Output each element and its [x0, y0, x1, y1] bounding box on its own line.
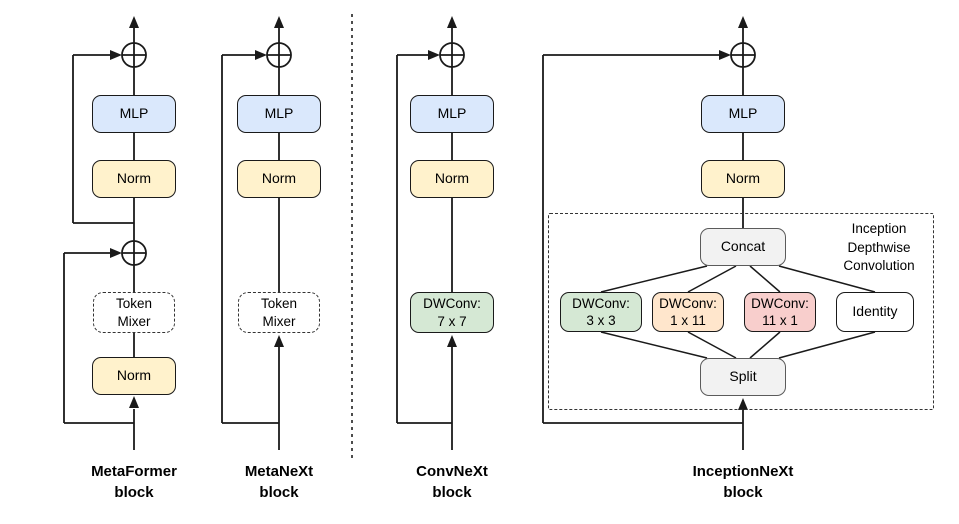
label-line2: block — [114, 484, 154, 501]
dwconv-label-line2: 11 x 1 — [762, 313, 798, 328]
mlp-label: MLP — [728, 105, 758, 122]
label-line2: block — [432, 484, 472, 501]
metanext-norm-box: Norm — [237, 160, 321, 198]
region-label-line2: Depthwise — [847, 239, 911, 255]
convnext-dwconv-box: DWConv: 7 x 7 — [410, 292, 494, 333]
dwconv-label-line1: DWConv: — [659, 295, 717, 311]
identity-label: Identity — [852, 303, 898, 320]
token-mixer-label-line1: Token — [115, 296, 153, 312]
metanext-arrowheads — [255, 16, 284, 347]
metanext-add-circle — [266, 42, 292, 68]
token-mixer-label-line1: Token — [260, 296, 298, 312]
inceptionnext-identity-box: Identity — [836, 292, 914, 332]
token-mixer-label-line2: Mixer — [262, 313, 296, 329]
metaformer-arrowheads — [110, 16, 139, 408]
metaformer-mlp-box: MLP — [92, 95, 176, 133]
inceptionnext-block-label: InceptionNeXt block — [673, 461, 813, 503]
convnext-block-label: ConvNeXt block — [382, 461, 522, 503]
metaformer-connectors — [63, 28, 135, 450]
dwconv-label-line1: DWConv: — [572, 295, 630, 311]
norm-label: Norm — [434, 170, 470, 187]
convnext-norm-box: Norm — [410, 160, 494, 198]
label-line1: ConvNeXt — [416, 463, 488, 480]
inception-branch-lines — [600, 265, 876, 359]
token-mixer-label-line2: Mixer — [117, 313, 151, 329]
dwconv-label-line2: 1 x 11 — [670, 313, 706, 328]
inception-depthwise-region-box — [548, 213, 934, 410]
inceptionnext-dwconv-1x11-box: DWConv: 1 x 11 — [652, 292, 724, 332]
mlp-label: MLP — [264, 105, 294, 122]
label-line2: block — [259, 484, 299, 501]
mlp-label: MLP — [119, 105, 149, 122]
metaformer-add-circles — [121, 42, 147, 266]
region-label-line3: Convolution — [843, 258, 915, 274]
inceptionnext-dwconv-3x3-box: DWConv: 3 x 3 — [560, 292, 642, 332]
residual-arrow-icon — [428, 50, 440, 60]
inceptionnext-concat-box: Concat — [700, 228, 786, 266]
inceptionnext-dwconv-11x1-box: DWConv: 11 x 1 — [744, 292, 816, 332]
concat-label: Concat — [720, 238, 766, 255]
dwconv-label-line1: DWConv: — [751, 295, 809, 311]
split-label: Split — [729, 368, 757, 385]
label-line2: block — [723, 484, 763, 501]
region-label-line1: Inception — [851, 221, 907, 236]
inception-depthwise-region-label: Inception Depthwise Convolution — [820, 220, 938, 276]
mlp-label: MLP — [437, 105, 467, 122]
output-arrow-icon — [738, 16, 748, 28]
residual-arrow-icon — [110, 50, 122, 60]
norm-label: Norm — [725, 170, 761, 187]
dwconv-label-line2: 3 x 3 — [586, 313, 616, 328]
metanext-token-mixer-box: Token Mixer — [238, 292, 320, 333]
dwconv-label-line1: DWConv: — [423, 296, 481, 312]
metaformer-token-mixer-box: Token Mixer — [93, 292, 175, 333]
norm-label: Norm — [116, 170, 152, 187]
inceptionnext-add-circle — [730, 42, 756, 68]
metanext-connectors — [221, 28, 280, 450]
metanext-block-label: MetaNeXt block — [209, 461, 349, 503]
input-arrow-icon — [274, 335, 284, 347]
output-arrow-icon — [129, 16, 139, 28]
input-arrow-icon — [447, 335, 457, 347]
norm-label: Norm — [261, 170, 297, 187]
inceptionnext-connectors — [542, 28, 744, 450]
input-arrow-icon — [129, 396, 139, 408]
label-line1: MetaFormer — [91, 463, 177, 480]
inceptionnext-mlp-box: MLP — [701, 95, 785, 133]
residual-arrow-icon — [255, 50, 267, 60]
convnext-mlp-box: MLP — [410, 95, 494, 133]
metaformer-block-label: MetaFormer block — [64, 461, 204, 503]
metaformer-norm-lower-box: Norm — [92, 357, 176, 395]
inceptionnext-split-box: Split — [700, 358, 786, 396]
norm-label: Norm — [116, 367, 152, 384]
convnext-add-circle — [439, 42, 465, 68]
label-line1: MetaNeXt — [244, 463, 314, 480]
inceptionnext-arrowheads — [719, 16, 748, 410]
residual-arrow-icon — [719, 50, 731, 60]
metanext-mlp-box: MLP — [237, 95, 321, 133]
dwconv-label-line2: 7 x 7 — [437, 313, 467, 329]
output-arrow-icon — [274, 16, 284, 28]
convnext-arrowheads — [428, 16, 457, 347]
input-arrow-icon — [738, 398, 748, 410]
output-arrow-icon — [447, 16, 457, 28]
inceptionnext-norm-box: Norm — [701, 160, 785, 198]
label-line1: InceptionNeXt — [692, 463, 794, 480]
convnext-connectors — [396, 28, 453, 450]
metaformer-norm-upper-box: Norm — [92, 160, 176, 198]
residual-arrow-icon — [110, 248, 122, 258]
